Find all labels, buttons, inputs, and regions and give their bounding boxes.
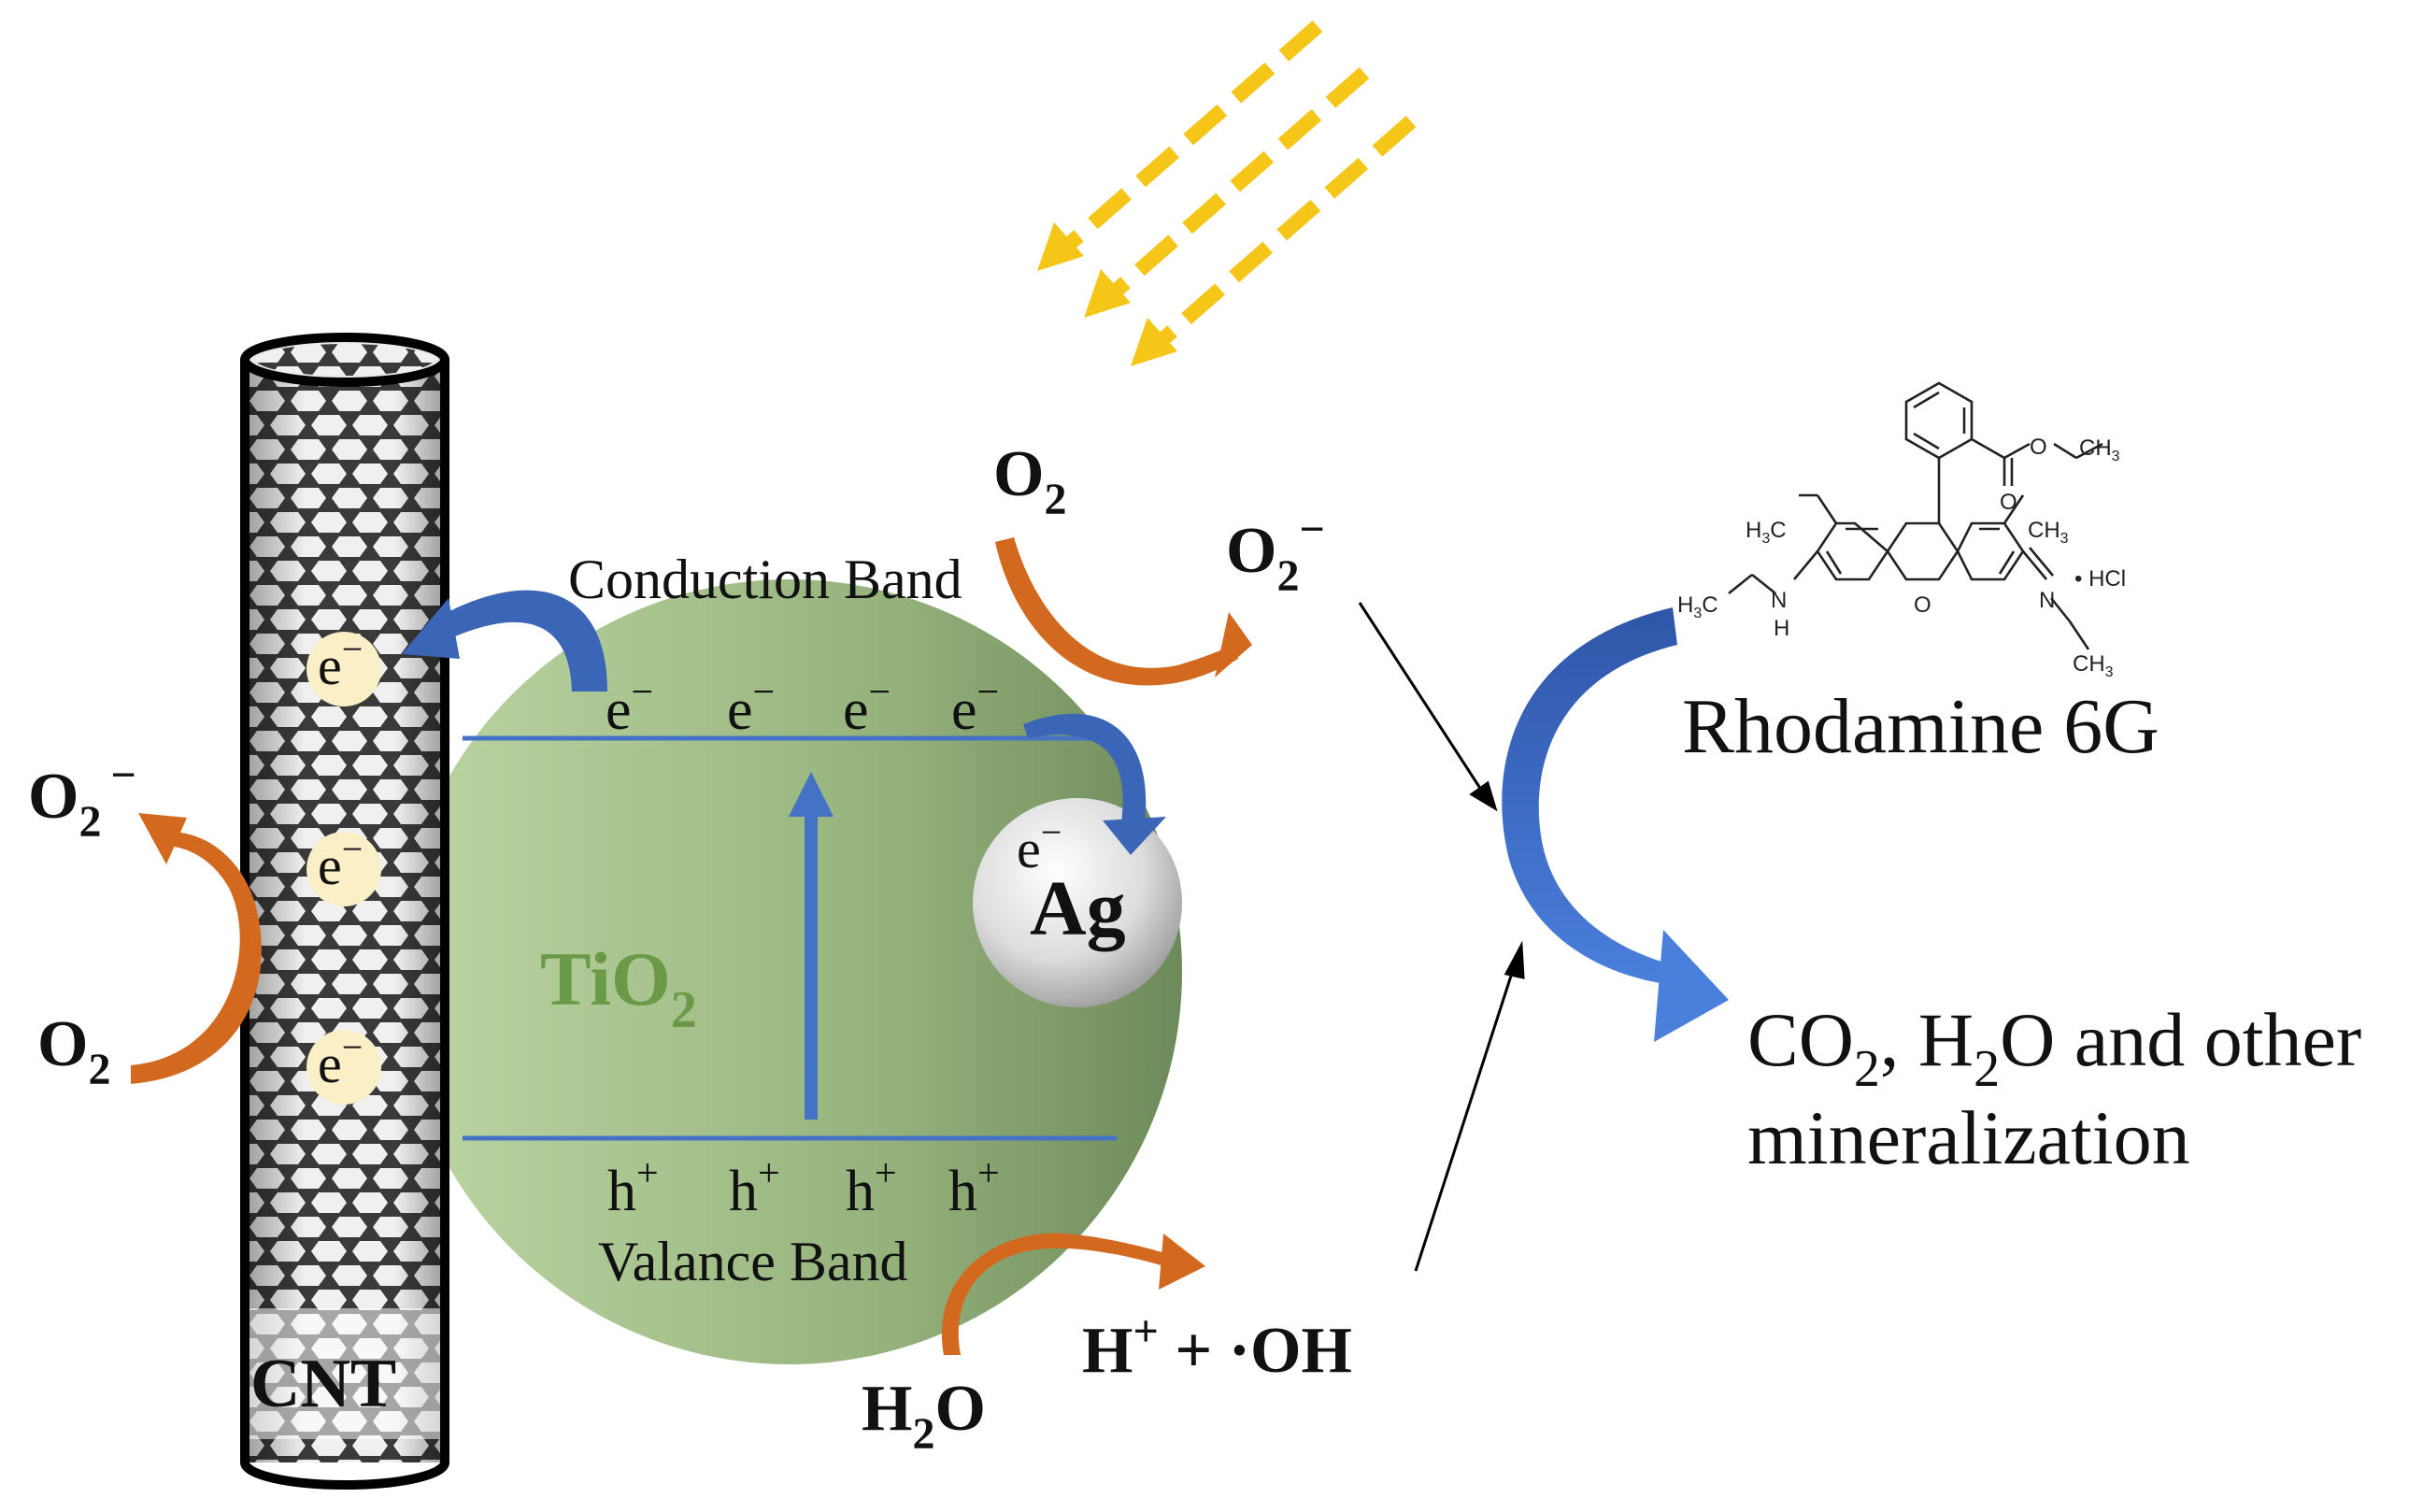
valence-band-label: Valance Band: [598, 1231, 908, 1292]
cnt-electron-labels: e− e− e−: [318, 628, 363, 1094]
tio2-particle: [397, 579, 1182, 1364]
o2-top: O2: [993, 438, 1066, 524]
structure-hcl: • HCl: [2074, 566, 2126, 592]
structure-ch3-ester: CH3: [2079, 435, 2120, 464]
structure-n-left: N: [1771, 588, 1787, 613]
ag-label: Ag: [1030, 865, 1126, 952]
water-label: H2O: [862, 1373, 986, 1459]
cb-electron-1: e−: [606, 671, 653, 742]
structure-o-carbonyl: O: [2000, 490, 2017, 515]
degradation-arrow: [1502, 607, 1729, 1042]
cnt-electron-label-3: e−: [318, 1026, 363, 1094]
light-ray-head-2: [1084, 269, 1131, 318]
cnt-electron-label-2: e−: [318, 828, 363, 896]
radical-products-label: H+ + ·OH: [1082, 1306, 1352, 1387]
cnt-electron-label-1: e−: [318, 628, 363, 696]
superoxide-left: O2−: [28, 750, 136, 847]
cb-electron-4: e−: [951, 671, 999, 742]
hydroxyl-attack-arrow: [1414, 966, 1516, 1272]
dye-name: Rhodamine 6G: [1682, 683, 2159, 770]
structure-o-ester: O: [2030, 435, 2047, 460]
left-superoxide-arrow: [131, 813, 262, 1084]
light-ray-3: [1153, 115, 1417, 349]
structure-ch3-bottom: CH3: [2073, 651, 2114, 680]
light-ray-head-1: [1037, 222, 1084, 271]
electron-transfer-cnt-arrow: [402, 590, 607, 692]
electron-transfer-ag-arrow: [1023, 713, 1166, 855]
light-ray-2: [1106, 66, 1370, 301]
cnt-electron-2: [306, 832, 381, 906]
structure-o-ring: O: [1914, 592, 1931, 618]
ag-electron: e−: [1017, 811, 1062, 879]
rhodamine-6g-structure: [1728, 381, 2103, 650]
products-line-2: mineralization: [1747, 1095, 2190, 1180]
o2-left: O2: [37, 1008, 110, 1094]
superoxide-attack-arrow: [1358, 602, 1483, 791]
structure-n-right: N: [2039, 588, 2055, 613]
structure-h3c-left: H3C: [1677, 592, 1718, 621]
structure-h-left: H: [1774, 616, 1789, 641]
vb-hole-4: h+: [948, 1152, 1000, 1223]
cb-electrons: e− e− e− e−: [606, 671, 999, 742]
light-rays: [1060, 20, 1417, 349]
cnt-tube: [240, 333, 449, 1490]
cb-electron-2: e−: [727, 671, 775, 742]
cnt-label: CNT: [250, 1346, 396, 1422]
rhodamine-structure-labels: CH3 O O H3C CH3 H3C N H O N • HCl CH3: [1677, 435, 2126, 680]
light-ray-heads: [1037, 222, 1177, 366]
light-ray-1: [1060, 20, 1323, 254]
cnt-electron-1: [306, 632, 381, 706]
cnt-electrons: [306, 632, 381, 1105]
water-oxidation-arrow: [941, 1233, 1205, 1355]
structure-h3c-top-left: H3C: [1746, 518, 1787, 547]
excitation-arrow: [789, 772, 834, 1120]
superoxide-top: O2−: [1226, 505, 1325, 601]
vb-holes: h+ h+ h+ h+: [607, 1152, 1000, 1223]
products-line-1: CO2, H2O and other: [1747, 997, 2361, 1098]
cnt-electron-3: [306, 1030, 381, 1105]
radical-attack-arrows: [1358, 602, 1525, 1272]
conduction-band-label: Conduction Band: [568, 549, 962, 610]
cb-electron-3: e−: [843, 671, 891, 742]
tio2-label: TiO2: [540, 936, 697, 1039]
top-superoxide-arrow: [995, 537, 1252, 686]
structure-ch3-top-right: CH3: [2028, 518, 2069, 547]
vb-hole-1: h+: [607, 1152, 659, 1223]
light-ray-head-3: [1131, 318, 1177, 366]
vb-hole-3: h+: [846, 1152, 897, 1223]
vb-hole-2: h+: [729, 1152, 780, 1223]
